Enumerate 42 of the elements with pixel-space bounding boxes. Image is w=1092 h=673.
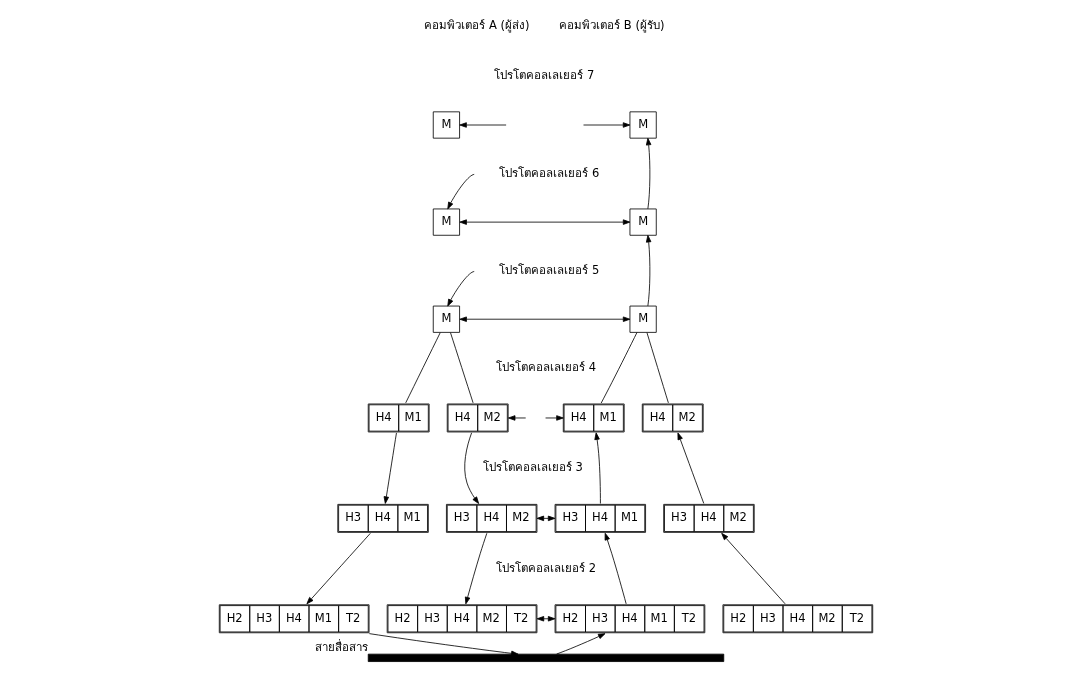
arrow bbox=[306, 532, 371, 605]
node-box: M bbox=[629, 208, 657, 236]
arrow bbox=[447, 174, 475, 210]
label: โปรโตคอลเลเยอร์ 5 bbox=[499, 262, 600, 277]
connector bbox=[450, 332, 474, 404]
arrow bbox=[645, 235, 652, 307]
connector bbox=[405, 332, 441, 404]
label: โปรโตคอลเลเยอร์ 6 bbox=[499, 165, 600, 180]
arrow bbox=[594, 432, 601, 504]
label: โปรโตคอลเลเยอร์ 2 bbox=[496, 560, 596, 575]
arrow bbox=[536, 515, 556, 522]
arrow bbox=[536, 616, 556, 622]
arrow bbox=[677, 432, 705, 504]
arrow bbox=[459, 219, 631, 225]
arrow bbox=[508, 415, 527, 421]
node-label: สายสื่อสาร bbox=[315, 640, 369, 655]
arrow bbox=[459, 122, 507, 128]
label: โปรโตคอลเลเยอร์ 7 bbox=[494, 68, 595, 83]
node-box: M bbox=[432, 305, 460, 333]
node-box: M bbox=[629, 305, 657, 333]
arrow bbox=[604, 532, 627, 605]
connector bbox=[646, 332, 669, 404]
arrow bbox=[464, 432, 480, 504]
arrow bbox=[464, 532, 488, 605]
node-box: M bbox=[432, 111, 460, 139]
node-box: M bbox=[432, 208, 460, 236]
label: โปรโตคอลเลเยอร์ 4 bbox=[496, 359, 596, 374]
arrow bbox=[645, 137, 652, 210]
arrow bbox=[368, 633, 519, 657]
arrow bbox=[545, 415, 564, 421]
node-box: M bbox=[629, 111, 657, 139]
arrow bbox=[383, 432, 397, 504]
arrow bbox=[556, 633, 606, 655]
arrow bbox=[459, 316, 631, 322]
arrow bbox=[721, 532, 786, 605]
label: คอมพิวเตอร์ B (ผู้รับ) bbox=[559, 18, 665, 33]
node-bar bbox=[367, 653, 725, 662]
arrow bbox=[583, 122, 631, 128]
label: โปรโตคอลเลเยอร์ 3 bbox=[482, 460, 583, 475]
connector bbox=[600, 332, 638, 404]
arrow bbox=[447, 271, 475, 307]
label: คอมพิวเตอร์ A (ผู้ส่ง) bbox=[424, 18, 530, 33]
